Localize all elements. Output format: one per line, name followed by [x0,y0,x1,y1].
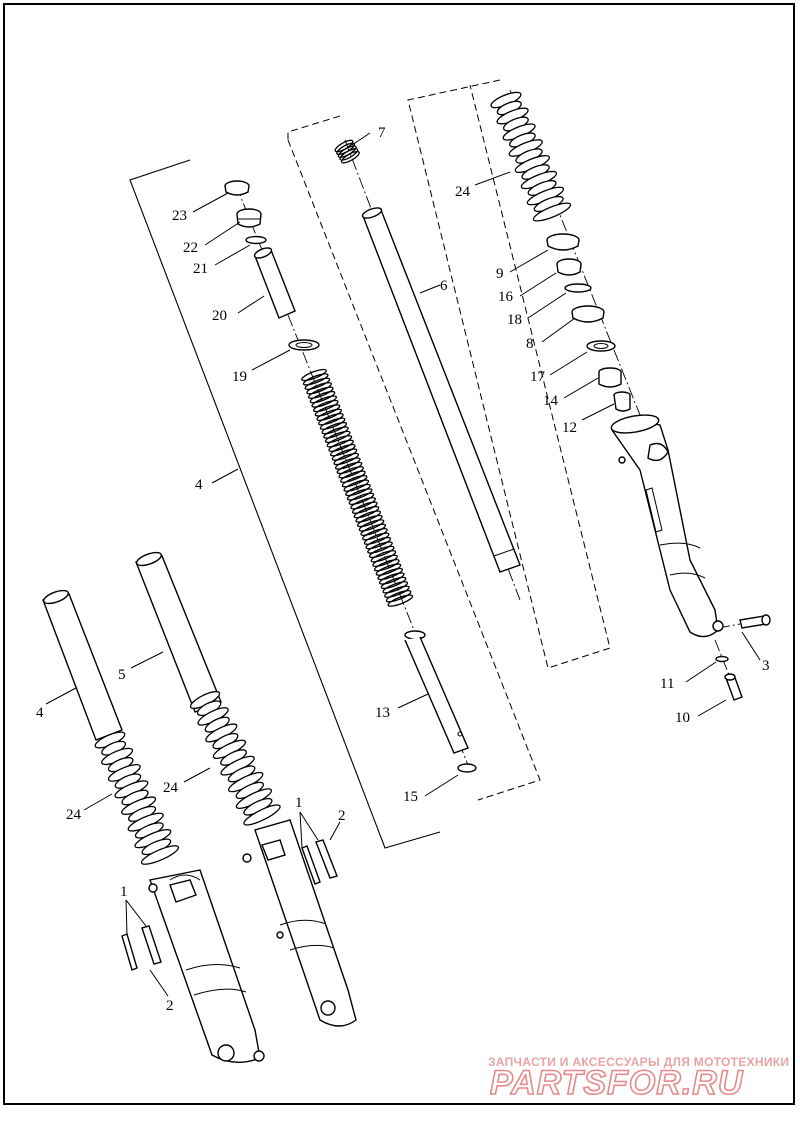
callout-18: 18 [507,312,522,328]
leader-lines [45,132,761,997]
callout-24-bottom: 24 [66,807,82,823]
callout-22: 22 [183,240,198,256]
callout-24-top: 24 [455,184,471,200]
callout-3: 3 [762,658,770,674]
part-24-boot-upper [490,91,572,222]
callout-4-top: 4 [195,477,203,493]
callout-9: 9 [496,266,504,282]
bracket-item-6 [287,115,341,140]
callout-7: 7 [378,125,386,141]
callout-4-bottom: 4 [36,705,44,721]
callout-23: 23 [172,208,187,224]
callout-10: 10 [675,710,690,726]
callout-13: 13 [375,705,390,721]
part-10-bolt [724,673,743,701]
part-20-spacer [253,247,296,319]
callout-24-middle: 24 [163,780,179,796]
watermark-brand: PARTSFOR.RU [490,1064,744,1102]
callout-19: 19 [232,369,247,385]
watermark-tagline: ЗАПЧАСТИ И АКСЕССУАРЫ ДЛЯ МОТОТЕХНИКИ [488,1055,789,1069]
diagram-frame [3,3,795,1105]
pins-1-2-left [121,925,162,971]
callout-14: 14 [543,393,559,409]
part-16-ring [556,258,582,276]
part-21-washer [245,235,267,245]
part-11-washer [715,655,729,663]
part-18-ring [564,283,592,293]
part-6-damper-rod [361,207,521,573]
callout-1-right: 1 [295,795,303,811]
part-12-sleeve [613,391,631,412]
assembled-fork-right [135,551,357,1027]
callout-20: 20 [212,308,227,324]
part-15-clip [457,763,477,773]
callout-5: 5 [118,667,126,683]
callout-15: 15 [403,789,418,805]
callout-21: 21 [193,261,208,277]
callout-12: 12 [562,420,577,436]
callout-2-right: 2 [338,808,346,824]
part-17-washer [586,340,616,352]
assembled-fork-left [42,589,265,1063]
callout-17: 17 [530,369,546,385]
callout-16: 16 [498,289,514,305]
part-22-nut [236,208,262,228]
lower-leg-right [610,414,724,638]
part-3-bolt [739,614,771,629]
callout-6: 6 [440,278,448,294]
bracket-item-6-side [287,139,541,801]
fork-spring [301,368,414,607]
bracket-item-4 [129,159,441,849]
part-8-seal [571,305,605,323]
part-13-rod [404,630,469,754]
callout-8: 8 [526,336,534,352]
callout-1-left: 1 [120,884,128,900]
part-23-cap [224,180,250,196]
callout-11: 11 [660,676,674,692]
part-19-washer [288,339,320,351]
part-14-bushing [598,367,622,388]
bracket-item-24 [407,79,611,669]
part-9-seal [546,233,580,251]
pins-1-2-right [301,839,338,885]
part-7-spring [334,139,360,164]
callout-2-left: 2 [166,998,174,1014]
